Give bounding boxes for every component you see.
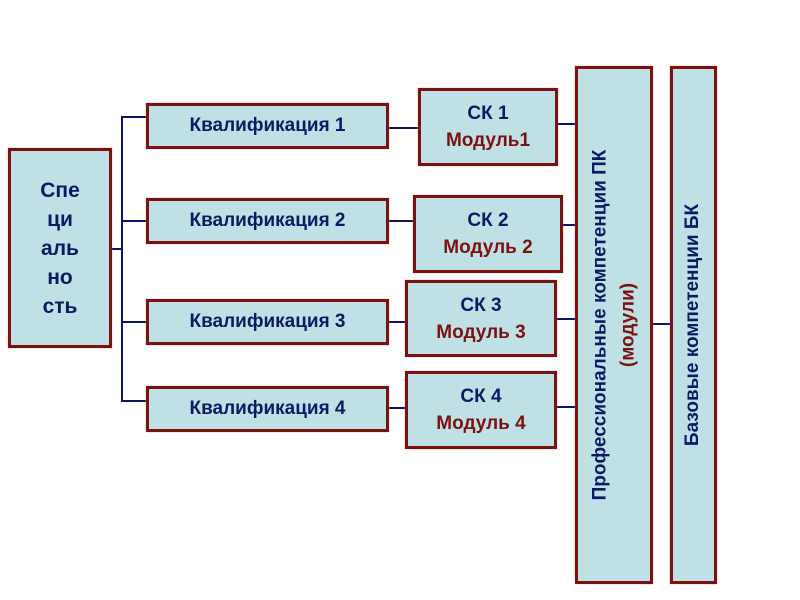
module-box-3: СК 3 Модуль 3 <box>405 280 557 357</box>
connector-trunk-kval-4 <box>121 400 147 402</box>
qualification-box-4: Квалификация 4 <box>146 386 389 432</box>
module-box-2: СК 2 Модуль 2 <box>413 195 563 273</box>
module-code: СК 1 <box>467 103 509 124</box>
qualification-label: Квалификация 2 <box>189 210 346 231</box>
module-box-4: СК 4 Модуль 4 <box>405 371 557 449</box>
connector-kval-sk-1 <box>388 127 419 129</box>
qualification-label: Квалификация 4 <box>189 398 346 419</box>
module-box-1: СК 1 Модуль1 <box>418 88 558 166</box>
module-code: СК 3 <box>460 294 502 316</box>
connector-sk-pk-1 <box>557 123 576 125</box>
basic-competencies-title: Базовые компетенции БК <box>682 203 704 447</box>
module-code: СК 4 <box>460 386 502 407</box>
connector-sk-pk-4 <box>556 406 576 408</box>
connector-sk-pk-3 <box>556 318 576 320</box>
specialty-line: аль <box>41 236 79 260</box>
qualification-box-3: Квалификация 3 <box>146 299 389 345</box>
connector-specialty-trunk <box>111 248 123 250</box>
basic-competencies-box: Базовые компетенции БК <box>670 66 717 584</box>
qualification-box-1: Квалификация 1 <box>146 103 389 149</box>
specialty-line: Спе <box>40 178 80 202</box>
connector-sk-pk-2 <box>562 224 576 226</box>
module-name: Модуль 3 <box>436 321 526 343</box>
professional-competencies-subtitle: (модули) <box>617 282 639 368</box>
module-name: Модуль 2 <box>443 237 533 258</box>
specialty-box: Спе ци аль но сть <box>8 148 112 348</box>
connector-kval-sk-4 <box>388 407 406 409</box>
specialty-line: ци <box>47 207 73 231</box>
connector-trunk-kval-2 <box>121 220 147 222</box>
specialty-line: но <box>47 265 73 289</box>
qualification-box-2: Квалификация 2 <box>146 198 389 244</box>
connector-trunk <box>121 116 123 402</box>
connector-kval-sk-3 <box>388 321 406 323</box>
specialty-line: сть <box>42 294 78 318</box>
connector-pk-bk <box>652 323 671 325</box>
connector-trunk-kval-3 <box>121 321 147 323</box>
module-name: Модуль 4 <box>436 413 526 434</box>
qualification-label: Квалификация 1 <box>189 115 346 136</box>
professional-competencies-title: Профессиональные компетенции ПК <box>589 149 611 501</box>
professional-competencies-box: Профессиональные компетенции ПК (модули) <box>575 66 653 584</box>
connector-trunk-kval-1 <box>121 116 147 118</box>
qualification-label: Квалификация 3 <box>189 311 346 332</box>
module-name: Модуль1 <box>445 130 531 151</box>
connector-kval-sk-2 <box>388 220 414 222</box>
module-code: СК 2 <box>467 210 509 231</box>
